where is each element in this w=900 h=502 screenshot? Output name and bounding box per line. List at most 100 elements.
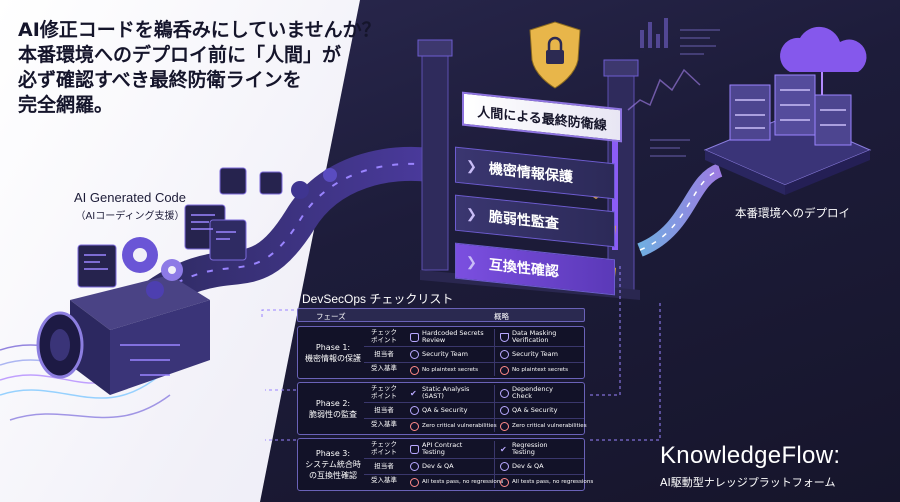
ai-code-label: AI Generated Code （AIコーディング支援） xyxy=(74,190,186,222)
criteria-text: Zero critical vulnerabilities xyxy=(512,422,587,429)
owner-text: Dev & QA xyxy=(512,461,544,470)
owner-text: QA & Security xyxy=(512,405,558,414)
checkpoint-text: Regression Testing xyxy=(512,440,548,456)
person-icon xyxy=(410,462,419,471)
person-icon xyxy=(500,388,509,398)
owner-cell: Security Team xyxy=(500,349,584,360)
owner-cell: Dev & QA xyxy=(410,461,494,472)
owner-cell: QA & Security xyxy=(500,405,584,416)
person-icon xyxy=(500,462,509,471)
row-divider xyxy=(364,402,584,403)
connector-lines xyxy=(261,265,661,441)
row-label-owner: 担当者 xyxy=(374,406,394,414)
row-label-criteria: 受入基準 xyxy=(371,420,397,428)
criteria-cell: All tests pass, no regressions xyxy=(410,477,503,488)
owner-text: Security Team xyxy=(422,349,468,358)
person-icon xyxy=(500,350,509,359)
row-divider xyxy=(364,458,584,459)
ai-code-title: AI Generated Code xyxy=(74,190,187,205)
cloud-icon xyxy=(780,26,867,95)
lock-icon xyxy=(410,444,419,454)
checkpoint-cell: Dependency Check xyxy=(500,385,584,401)
checkpoint-cell: ✔ Regression Testing xyxy=(500,441,584,457)
phase-block: Phase 2: 脆弱性の監査チェック ポイント担当者受入基準 ✔ Static A… xyxy=(297,382,587,435)
prohibited-icon xyxy=(500,422,509,431)
headline-line-2: 本番環境へのデプロイ前に「人間」が xyxy=(18,44,342,66)
checkpoint-text: Dependency Check xyxy=(512,384,553,400)
prohibited-icon xyxy=(500,366,509,375)
check-icon: ✔ xyxy=(500,444,507,454)
checklist-header: フェーズ 概略 xyxy=(297,308,585,322)
row-divider xyxy=(364,346,584,347)
row-divider xyxy=(364,418,584,419)
gate-item-label: 互換性確認 xyxy=(488,257,559,281)
prohibited-icon xyxy=(500,478,509,487)
criteria-cell: No plaintext secrets xyxy=(500,365,586,376)
brand-tagline: AI駆動型ナレッジプラットフォーム xyxy=(660,476,836,489)
phase-name-text: Phase 1: 機密情報の保護 xyxy=(305,342,361,363)
phase-name: Phase 3: システム統合時 の互換性確認 xyxy=(300,439,366,490)
criteria-cell: Zero critical vulnerabilities xyxy=(410,421,497,432)
prohibited-icon xyxy=(410,478,419,487)
column-divider xyxy=(494,441,495,488)
phase-name: Phase 1: 機密情報の保護 xyxy=(300,327,366,378)
scanner-module xyxy=(36,275,210,395)
gear-icon xyxy=(122,168,337,299)
phase-name: Phase 2: 脆弱性の監査 xyxy=(300,383,366,434)
checkpoint-cell: ✔ Static Analysis (SAST) xyxy=(410,385,494,401)
headline-line-3: 必ず確認すべき最終防衛ラインを xyxy=(18,69,302,91)
phase-name-text: Phase 3: システム統合時 の互換性確認 xyxy=(305,449,361,480)
gate-item-label: 脆弱性監査 xyxy=(488,209,559,233)
criteria-cell: No plaintext secrets xyxy=(410,365,496,376)
owner-text: Dev & QA xyxy=(422,461,454,470)
column-divider xyxy=(494,385,495,432)
column-divider xyxy=(494,329,495,376)
criteria-text: Zero critical vulnerabilities xyxy=(422,422,497,429)
criteria-cell: All tests pass, no regressions xyxy=(500,477,593,488)
lock-icon xyxy=(410,332,419,342)
row-label-checkpoint: チェック ポイント xyxy=(371,384,397,400)
criteria-text: All tests pass, no regressions xyxy=(422,478,504,485)
person-icon xyxy=(410,406,419,415)
person-icon xyxy=(410,350,419,359)
check-icon: ✔ xyxy=(410,388,417,398)
row-label-owner: 担当者 xyxy=(374,350,394,358)
row-label-criteria: 受入基準 xyxy=(371,476,397,484)
checklist-title: DevSecOps チェックリスト xyxy=(302,292,454,306)
brand: KnowledgeFlow: AI駆動型ナレッジプラットフォーム xyxy=(660,442,840,490)
code-screen-icons xyxy=(77,167,283,288)
deploy-label: 本番環境へのデプロイ xyxy=(735,206,850,220)
criteria-text: All tests pass, no regressions xyxy=(512,478,594,485)
headline-line-4: 完全網羅。 xyxy=(18,94,114,116)
header-phase: フェーズ xyxy=(316,312,346,321)
shield-icon xyxy=(500,332,509,342)
chevron-right-icon: ❯ xyxy=(466,254,477,271)
row-divider xyxy=(364,474,584,475)
row-label-checkpoint: チェック ポイント xyxy=(371,328,397,344)
owner-text: QA & Security xyxy=(422,405,468,414)
header-items: 概略 xyxy=(494,312,509,321)
checkpoint-cell: Hardcoded Secrets Review xyxy=(410,329,494,345)
checklist-table: フェーズ 概略 Phase 1: 機密情報の保護チェック ポイント担当者受入基準… xyxy=(297,308,593,494)
row-label-owner: 担当者 xyxy=(374,462,394,470)
prohibited-icon xyxy=(410,422,419,431)
owner-cell: Dev & QA xyxy=(500,461,584,472)
checkpoint-text: Hardcoded Secrets Review xyxy=(422,328,484,344)
criteria-text: No plaintext secrets xyxy=(512,366,568,373)
headline-line-1: AI修正コードを鵜呑みにしていませんか？ xyxy=(18,19,381,41)
criteria-text: No plaintext secrets xyxy=(422,366,478,373)
row-divider xyxy=(364,362,584,363)
gate-title: 人間による最終防衛線 xyxy=(477,104,607,134)
shield-lock-icon xyxy=(529,21,581,89)
checkpoint-cell: API Contract Testing xyxy=(410,441,494,457)
checkpoint-text: Data Masking Verification xyxy=(512,328,557,344)
phase-name-text: Phase 2: 脆弱性の監査 xyxy=(309,398,357,419)
checkpoint-cell: Data Masking Verification xyxy=(500,329,584,345)
checkpoint-text: Static Analysis (SAST) xyxy=(422,384,470,400)
deploy-flow-arrow xyxy=(637,163,723,257)
owner-text: Security Team xyxy=(512,349,558,358)
gate-item-label: 機密情報保護 xyxy=(488,161,573,186)
